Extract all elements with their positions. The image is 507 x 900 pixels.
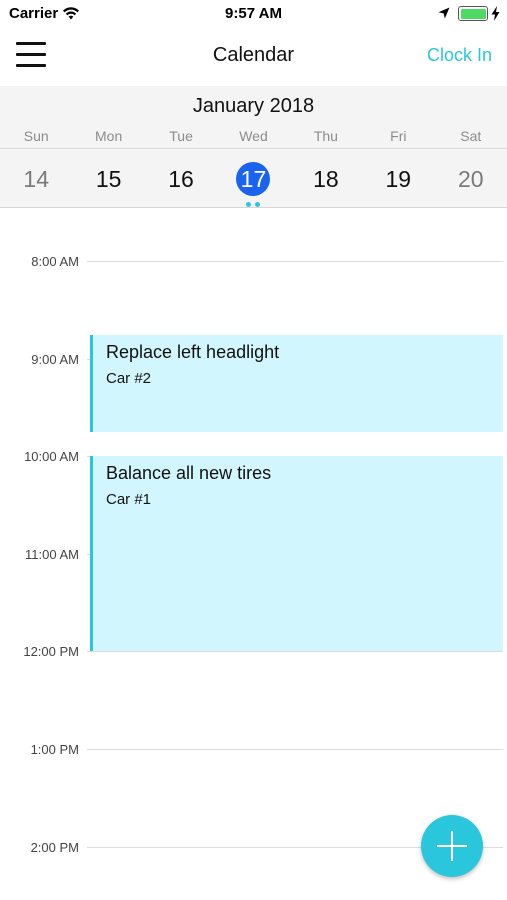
weekday-label: Sat: [460, 128, 482, 144]
status-time: 9:57 AM: [225, 5, 282, 22]
date-number: 16: [168, 166, 194, 192]
weekday-row: Sun Mon Tue Wed Thu Fri Sat: [0, 128, 507, 146]
event-dot: [246, 202, 252, 207]
weekday-label: Wed: [239, 128, 268, 144]
date-cell-sun[interactable]: 14: [0, 149, 72, 208]
add-event-button[interactable]: [421, 815, 483, 877]
hour-line: [87, 749, 503, 750]
battery-fill: [460, 8, 486, 19]
hour-label: 2:00 PM: [30, 840, 79, 855]
event-balance-all-new-tires[interactable]: Balance all new tires Car #1: [90, 456, 503, 651]
day-timeline[interactable]: 8:00 AM 9:00 AM 10:00 AM 11:00 AM 12:00 …: [0, 209, 507, 900]
weekday-label: Fri: [390, 128, 407, 144]
event-title: Replace left headlight: [106, 342, 280, 362]
hour-label: 9:00 AM: [31, 352, 79, 367]
wifi-icon: [63, 7, 79, 20]
hour-row: 1:00 PM: [0, 742, 507, 757]
month-label: January 2018: [192, 95, 315, 117]
plus-icon-vertical: [451, 831, 453, 861]
location-icon: [438, 7, 450, 19]
date-cell-wed-selected[interactable]: 17: [217, 149, 289, 208]
date-cell-sat[interactable]: 20: [435, 149, 507, 208]
hour-label: 1:00 PM: [30, 742, 79, 757]
hour-line: [87, 261, 503, 262]
date-cell-mon[interactable]: 15: [72, 149, 144, 208]
hour-label: 10:00 AM: [24, 449, 79, 464]
clock-in-button[interactable]: Clock In: [426, 45, 492, 65]
hour-row: 8:00 AM: [0, 254, 507, 269]
date-number: 19: [385, 166, 412, 192]
event-subtitle: Car #1: [106, 491, 152, 508]
hour-line: [87, 651, 503, 652]
weekday-label: Sun: [23, 128, 49, 144]
date-number: 14: [23, 166, 49, 192]
hour-line: [87, 847, 503, 848]
battery-icon: [458, 6, 488, 21]
menu-line: [16, 42, 46, 45]
hour-row: 2:00 PM: [0, 840, 507, 855]
hamburger-menu-icon[interactable]: [14, 40, 48, 70]
weekday-label: Mon: [95, 128, 123, 144]
date-cell-thu[interactable]: 18: [290, 149, 362, 208]
event-subtitle: Car #2: [106, 370, 152, 387]
date-number: 18: [313, 166, 339, 192]
hour-row: 12:00 PM: [0, 644, 507, 659]
dates-row: 14 15 16 17 18 19 20: [0, 148, 507, 208]
event-indicator-dots: [246, 202, 261, 207]
event-replace-left-headlight[interactable]: Replace left headlight Car #2: [90, 335, 503, 432]
event-title: Balance all new tires: [106, 463, 272, 483]
week-header: January 2018 Sun Mon Tue Wed Thu Fri Sat…: [0, 86, 507, 208]
weekday-label: Thu: [313, 128, 338, 144]
date-number: 15: [95, 166, 122, 192]
charge-icon: [491, 6, 500, 21]
event-dot: [255, 202, 261, 207]
menu-line: [16, 64, 46, 67]
hour-label: 11:00 AM: [25, 547, 79, 562]
date-cell-tue[interactable]: 16: [145, 149, 217, 208]
nav-bar: Calendar Clock In: [0, 28, 507, 86]
date-number: 20: [457, 166, 484, 192]
status-bar: Carrier 9:57 AM: [0, 0, 507, 28]
selected-date-number: 17: [236, 162, 271, 196]
menu-line: [16, 53, 46, 56]
weekday-label: Tue: [169, 128, 193, 144]
hour-label: 12:00 PM: [23, 644, 79, 659]
hour-label: 8:00 AM: [31, 254, 79, 269]
carrier-label: Carrier: [9, 5, 59, 22]
date-cell-fri[interactable]: 19: [362, 149, 434, 208]
